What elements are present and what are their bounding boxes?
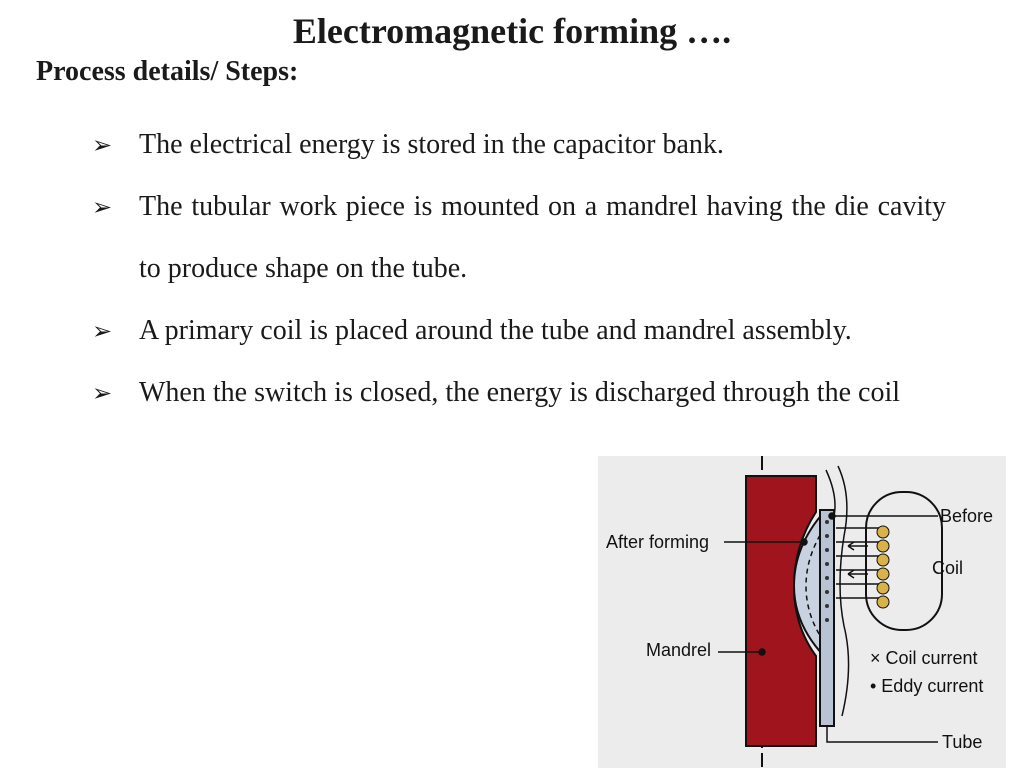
coil-turns: [876, 525, 890, 609]
bullet-text: The electrical energy is stored in the c…: [139, 129, 724, 160]
bullet-text: A primary coil is placed around the tube…: [139, 315, 852, 346]
eddy-current-dots: [825, 520, 829, 622]
electromagnetic-forming-diagram: Before After forming Coil Mandrel × Coil…: [598, 456, 1006, 768]
label-before: Before: [940, 506, 993, 526]
bullet-item: ➢ When the switch is closed, the energy …: [92, 362, 946, 424]
label-mandrel: Mandrel: [646, 640, 711, 660]
slide-subtitle: Process details/ Steps:: [36, 56, 299, 87]
bullet-item: ➢ A primary coil is placed around the tu…: [92, 300, 946, 362]
bullet-arrow-icon: ➢: [92, 193, 113, 221]
label-coil: Coil: [932, 558, 963, 578]
bullet-text: When the switch is closed, the energy is…: [139, 377, 901, 408]
bullet-list: ➢ The electrical energy is stored in the…: [92, 114, 946, 424]
label-after-forming: After forming: [606, 532, 709, 552]
slide-title: Electromagnetic forming ….: [292, 11, 732, 51]
label-tube: Tube: [942, 732, 982, 752]
label-coil-current: × Coil current: [870, 648, 978, 668]
bullet-arrow-icon: ➢: [92, 131, 113, 159]
bullet-arrow-icon: ➢: [92, 379, 113, 407]
coil-loop: [865, 491, 943, 631]
bullet-item: ➢ The electrical energy is stored in the…: [92, 114, 946, 176]
formed-tube-shape: [792, 511, 825, 657]
bullet-arrow-icon: ➢: [92, 317, 113, 345]
bullet-text: The tubular work piece is mounted on a m…: [139, 191, 946, 284]
field-lines: [825, 465, 880, 717]
bullet-item: ➢ The tubular work piece is mounted on a…: [92, 176, 946, 300]
label-eddy-current: • Eddy current: [870, 676, 983, 696]
